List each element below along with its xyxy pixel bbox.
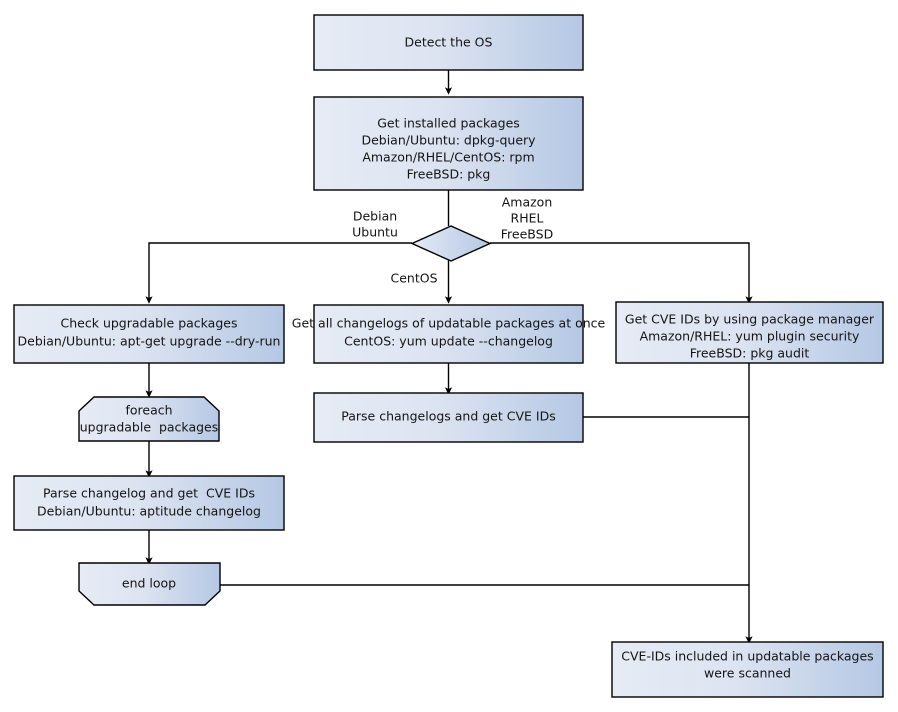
node-get-cve-package-manager-line2: Amazon/RHEL: yum plugin security <box>640 329 860 344</box>
node-check-upgradable-line2: Debian/Ubuntu: apt-get upgrade --dry-run <box>18 334 281 349</box>
node-get-all-changelogs-line1: Get all changelogs of updatable packages… <box>292 316 606 331</box>
node-get-installed-packages-line1: Get installed packages <box>377 116 520 131</box>
node-parse-changelogs-centos-line1: Parse changelogs and get CVE IDs <box>341 409 555 424</box>
node-get-installed-packages-line2: Debian/Ubuntu: dpkg-query <box>361 133 536 148</box>
node-get-cve-package-manager[interactable]: Get CVE IDs by using package manager Ama… <box>615 301 884 364</box>
node-check-upgradable-line1: Check upgradable packages <box>61 316 238 331</box>
node-scanned-result[interactable]: CVE-IDs included in updatable packages w… <box>611 641 884 698</box>
node-get-installed-packages[interactable]: Get installed packages Debian/Ubuntu: dp… <box>313 96 584 191</box>
node-parse-changelog-debian-line2: Debian/Ubuntu: aptitude changelog <box>37 504 261 519</box>
node-get-all-changelogs[interactable]: Get all changelogs of updatable packages… <box>292 304 606 364</box>
edge-label-rhel-line1: Amazon <box>502 195 553 210</box>
node-get-cve-package-manager-line1: Get CVE IDs by using package manager <box>625 312 875 327</box>
node-get-installed-packages-line4: FreeBSD: pkg <box>407 167 491 182</box>
node-foreach-loop-start[interactable]: foreach upgradable packages <box>78 396 220 442</box>
node-get-cve-package-manager-line3: FreeBSD: pkg audit <box>690 346 810 361</box>
edge-label-debian-line2: Ubuntu <box>352 225 398 240</box>
node-parse-changelog-debian-line1: Parse changelog and get CVE IDs <box>43 486 255 501</box>
node-scanned-result-line1: CVE-IDs included in updatable packages <box>621 649 873 664</box>
node-end-loop-line1: end loop <box>122 576 176 591</box>
node-parse-changelogs-centos[interactable]: Parse changelogs and get CVE IDs <box>313 392 584 443</box>
node-end-loop[interactable]: end loop <box>78 562 221 606</box>
node-get-all-changelogs-line2: CentOS: yum update --changelog <box>344 334 553 349</box>
node-check-upgradable[interactable]: Check upgradable packages Debian/Ubuntu:… <box>13 304 285 364</box>
edges-layer <box>145 70 753 644</box>
edge-decision-to-get-cve-pkg <box>490 242 753 304</box>
edge-decision-to-check-upgradable <box>145 242 412 304</box>
edge-labels-layer: Debian Ubuntu Amazon RHEL FreeBSD CentOS <box>352 195 553 286</box>
node-os-decision[interactable] <box>410 225 492 262</box>
node-foreach-line1: foreach <box>125 403 172 418</box>
node-detect-os[interactable]: Detect the OS <box>313 14 584 71</box>
node-foreach-line2: upgradable packages <box>80 420 219 435</box>
node-detect-os-line1: Detect the OS <box>405 35 493 50</box>
edge-label-rhel-line3: FreeBSD <box>501 227 553 242</box>
edge-label-centos: CentOS <box>390 271 437 286</box>
edge-label-debian-line1: Debian <box>353 209 397 224</box>
edge-label-rhel-line2: RHEL <box>511 211 544 226</box>
node-get-installed-packages-line3: Amazon/RHEL/CentOS: rpm <box>362 150 534 165</box>
node-scanned-result-line2: were scanned <box>704 666 791 681</box>
node-parse-changelog-debian[interactable]: Parse changelog and get CVE IDs Debian/U… <box>13 475 285 531</box>
